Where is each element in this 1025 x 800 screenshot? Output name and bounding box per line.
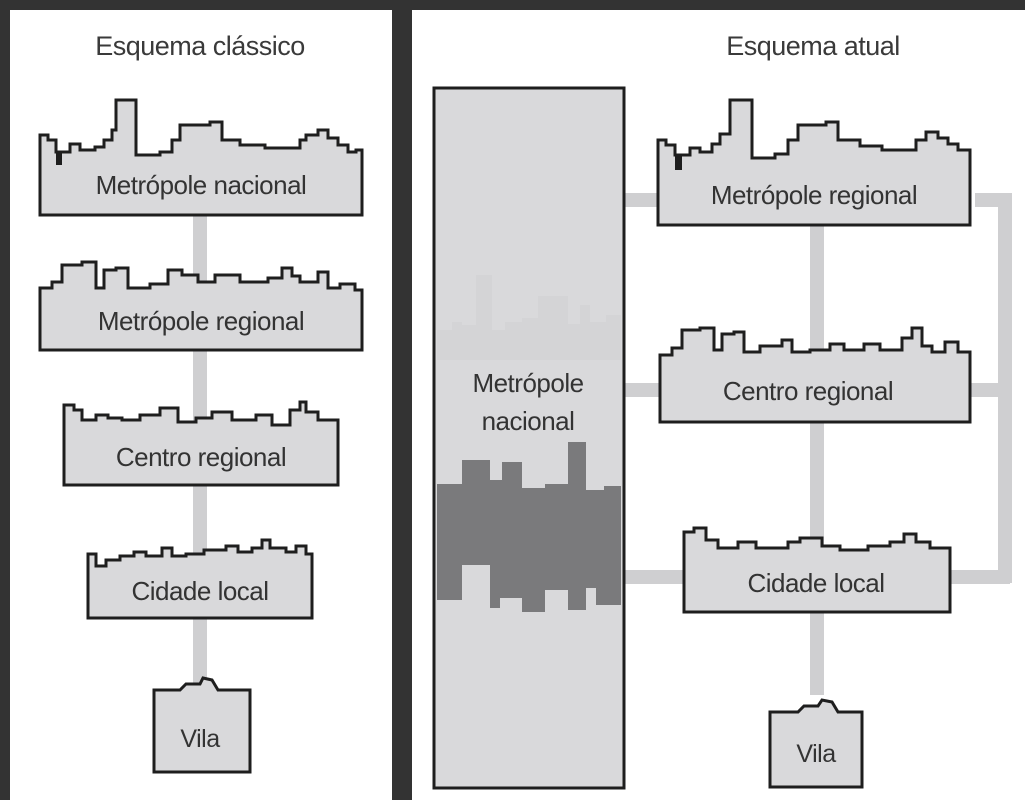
current-node-4-label: Vila	[796, 740, 836, 768]
connector-vertical-center	[810, 225, 824, 695]
current-node-1-label: Metrópole regional	[711, 180, 917, 210]
classic-node-metropole-nacional: Metrópole nacional	[38, 98, 364, 217]
current-scheme-title: Esquema atual	[726, 31, 900, 61]
current-node-3-label: Cidade local	[747, 568, 884, 598]
classic-scheme: Metrópole nacional Metrópole regional Ce…	[38, 31, 364, 774]
national-metropolis-label-line1: Metrópole	[472, 368, 583, 398]
classic-node-2-label: Metrópole regional	[98, 306, 304, 336]
classic-node-1-label: Metrópole nacional	[96, 170, 307, 200]
classic-node-5-label: Vila	[180, 725, 220, 753]
classic-node-4-label: Cidade local	[131, 576, 268, 606]
classic-node-metropole-regional: Metrópole regional	[38, 260, 364, 352]
current-node-centro-regional: Centro regional	[658, 326, 972, 424]
connector-national-to-regional-metropolis	[625, 193, 660, 207]
connector-right-to-local-city	[950, 570, 1010, 584]
classic-node-centro-regional: Centro regional	[62, 400, 340, 487]
classic-node-2-skyline-box	[38, 260, 364, 352]
classic-node-3-label: Centro regional	[116, 442, 286, 472]
current-node-2-skyline-box	[658, 326, 972, 424]
national-metropolis-faded-skyline	[437, 275, 621, 360]
classic-node-5-house-box	[152, 676, 252, 774]
current-scheme: Metrópole nacional Metrópole regional Ce…	[432, 31, 1012, 790]
current-node-4-house-box	[768, 698, 864, 789]
current-node-1-dark-accent	[675, 155, 682, 170]
current-node-cidade-local: Cidade local	[682, 526, 952, 614]
current-node-2-label: Centro regional	[723, 376, 893, 406]
classic-node-1-skyline-box	[38, 98, 364, 217]
national-metropolis-column	[432, 86, 626, 790]
classic-scheme-title: Esquema clássico	[95, 31, 305, 61]
current-node-metropole-nacional: Metrópole nacional	[432, 86, 626, 790]
classic-node-vila: Vila	[152, 676, 252, 774]
connector-right-to-metropolis	[975, 193, 1010, 207]
national-metropolis-dark-skyline	[437, 442, 621, 612]
connector-national-to-regional-center	[625, 383, 660, 397]
connector-right-to-center	[970, 383, 1010, 397]
current-node-vila: Vila	[768, 698, 864, 789]
current-node-3-skyline-box	[682, 526, 952, 614]
classic-node-3-skyline-box	[62, 400, 340, 487]
connector-national-to-local-city	[625, 570, 685, 584]
current-node-metropole-regional: Metrópole regional	[656, 98, 972, 227]
classic-node-4-skyline-box	[86, 538, 314, 620]
classic-node-1-dark-accent	[56, 152, 62, 165]
classic-node-cidade-local: Cidade local	[86, 538, 314, 620]
national-metropolis-label-line2: nacional	[482, 406, 575, 436]
current-node-1-skyline-box	[656, 98, 972, 227]
